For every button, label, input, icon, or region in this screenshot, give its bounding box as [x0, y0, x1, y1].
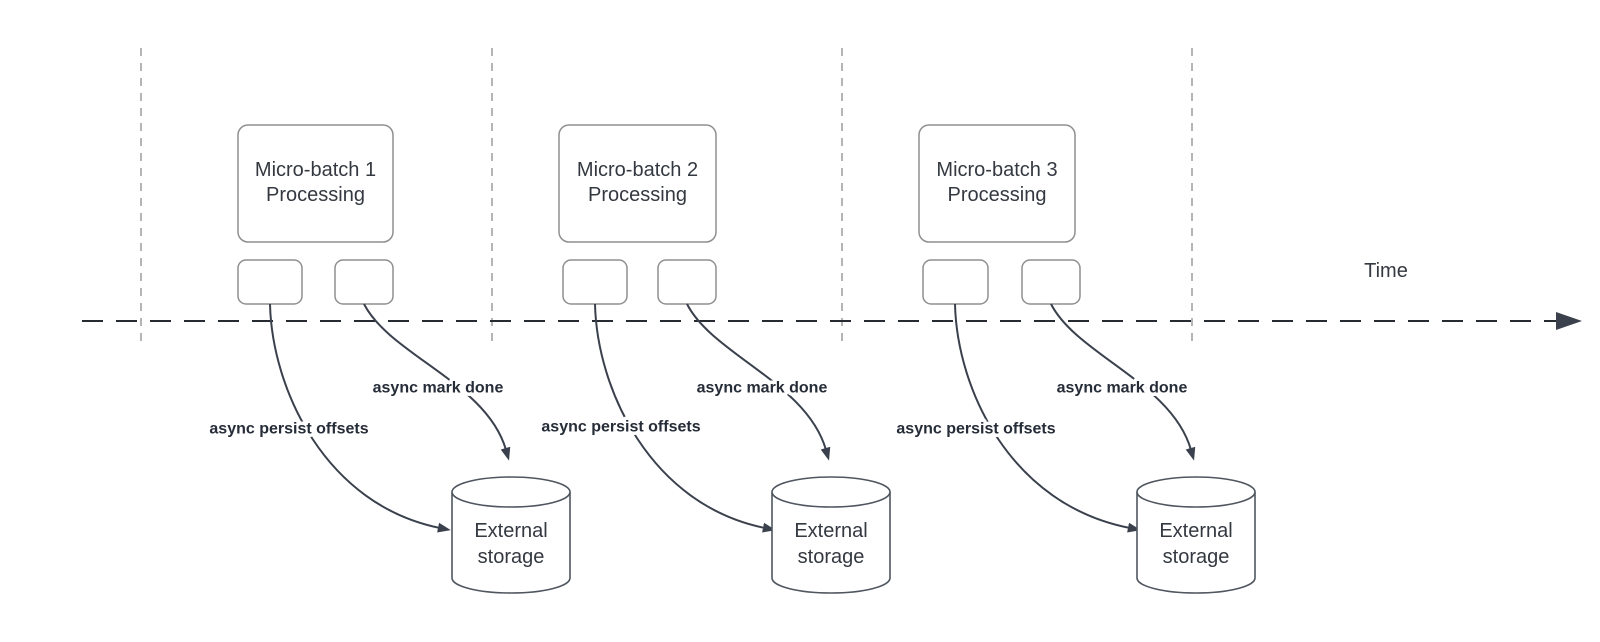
mark-done-task-box [334, 259, 394, 305]
mark-done-task-box [1021, 259, 1081, 305]
micro-batch-box-title-line2: Processing [948, 184, 1047, 206]
persist-offsets-label: async persist offsets [541, 419, 700, 436]
micro-batch-box-title-line1: Micro-batch 2 [577, 159, 698, 181]
persist-offsets-task-box [237, 259, 303, 305]
external-storage-label-line1: External [1159, 520, 1232, 542]
external-storage-cylinder-top [451, 476, 571, 508]
persist-offsets-arrow [269, 303, 451, 533]
persist-offsets-task-box [922, 259, 989, 305]
external-storage-label-line2: storage [798, 546, 865, 568]
persist-offsets-label: async persist offsets [209, 421, 368, 438]
mark-done-task-box [657, 259, 717, 305]
external-storage-cylinder-body [771, 492, 891, 594]
persist-offsets-label: async persist offsets [896, 421, 1055, 438]
mark-done-label: async mark done [373, 380, 504, 397]
external-storage-label-line1: External [474, 520, 547, 542]
micro-batch-group-1: Micro-batch 1 Processing External storag… [206, 124, 571, 594]
mark-done-arrow [363, 303, 511, 461]
micro-batch-group-3: Micro-batch 3 Processing External storag… [893, 124, 1256, 594]
external-storage-cylinder-body [1136, 492, 1256, 594]
micro-batch-box [918, 124, 1076, 243]
time-axis-arrowhead-icon [1556, 312, 1582, 330]
mark-done-arrow [1050, 303, 1196, 461]
mark-done-label: async mark done [1057, 380, 1188, 397]
external-storage-label-line2: storage [478, 546, 545, 568]
external-storage-label-line1: External [794, 520, 867, 542]
micro-batch-box-title-line2: Processing [266, 184, 365, 206]
time-axis-label: Time [1364, 260, 1408, 282]
persist-offsets-task-box [562, 259, 628, 305]
micro-batch-group-2: Micro-batch 2 Processing External storag… [538, 124, 891, 594]
persist-offsets-arrow [954, 303, 1141, 533]
external-storage-label-line2: storage [1163, 546, 1230, 568]
external-storage-cylinder-top [1136, 476, 1256, 508]
external-storage-cylinder-body [451, 492, 571, 594]
micro-batch-box [237, 124, 394, 243]
micro-batch-box-title-line2: Processing [588, 184, 687, 206]
mark-done-label: async mark done [697, 380, 828, 397]
mark-done-arrow [686, 303, 831, 461]
persist-offsets-arrow [594, 303, 776, 533]
external-storage-cylinder-top [771, 476, 891, 508]
micro-batch-box [558, 124, 717, 243]
micro-batch-box-title-line1: Micro-batch 1 [255, 159, 376, 181]
micro-batch-box-title-line1: Micro-batch 3 [936, 159, 1057, 181]
